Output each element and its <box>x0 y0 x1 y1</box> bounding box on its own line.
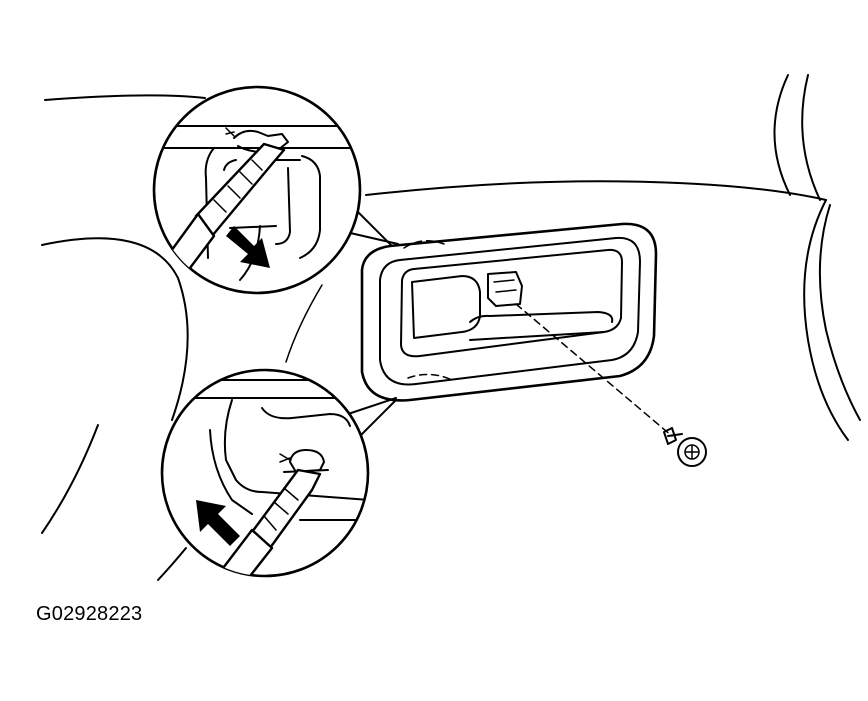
arrow-up-left-icon <box>196 500 240 546</box>
door-inner-handle <box>341 211 673 441</box>
door-panel-outline <box>41 74 861 581</box>
arrow-down-right-icon <box>226 226 270 268</box>
detail-callout-bottom <box>160 368 370 578</box>
figure-id-label: G02928223 <box>36 603 143 625</box>
screw-icon <box>663 427 707 467</box>
detail-callout-top <box>152 85 362 295</box>
